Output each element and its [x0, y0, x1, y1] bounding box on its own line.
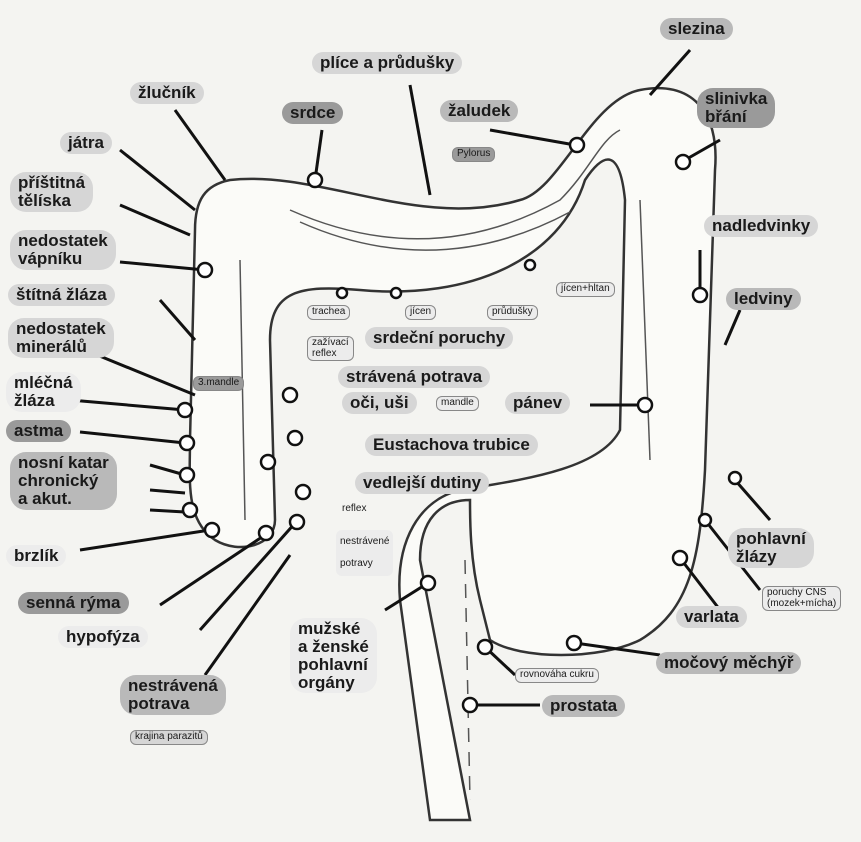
label-mandle: 3.mandle [193, 376, 244, 391]
label-slezina: slezina [660, 18, 733, 40]
label-vedlejsi: vedlejší dutiny [355, 472, 489, 494]
label-plice: plíce a průdušky [312, 52, 462, 74]
label-muzske: mužské a ženské pohlavní orgány [290, 618, 377, 693]
label-nestravena-potrava: nestrávená potrava [120, 675, 226, 715]
label-reflex: reflex [338, 503, 370, 516]
label-stitna: štítná žláza [8, 284, 115, 306]
label-jicen-hltan: jícen+hltan [556, 282, 615, 297]
label-zlucnik: žlučník [130, 82, 204, 104]
label-nedostatek-mineralu: nedostatek minerálů [8, 318, 114, 358]
label-trachea: trachea [307, 305, 350, 320]
label-brzlik: brzlík [6, 545, 66, 567]
label-krajina: krajina parazitů [130, 730, 208, 745]
label-hypofyza: hypofýza [58, 626, 148, 648]
label-varlata: varlata [676, 606, 747, 628]
label-mandle2: mandle [436, 396, 479, 411]
label-nosni: nosní katar chronický a akut. [10, 452, 117, 510]
label-pristitna: příštitná tělíska [10, 172, 93, 212]
label-jicen: jícen [405, 305, 436, 320]
label-poruchy-cns: poruchy CNS (mozek+mícha) [762, 586, 841, 611]
label-mocovy: močový měchýř [656, 652, 801, 674]
label-eustachova: Eustachova trubice [365, 434, 538, 456]
label-oci: oči, uši [342, 392, 417, 414]
label-astma: astma [6, 420, 71, 442]
label-senna: senná rýma [18, 592, 129, 614]
label-pylorus: Pylorus [452, 147, 495, 162]
label-slinivka: slinivka břání [697, 88, 775, 128]
label-prudusky: průdušky [487, 305, 538, 320]
label-nedostatek-vapniku: nedostatek vápníku [10, 230, 116, 270]
label-zaludek: žaludek [440, 100, 518, 122]
label-srdecni: srdeční poruchy [365, 327, 513, 349]
label-jatra: játra [60, 132, 112, 154]
label-nadledvinky: nadledvinky [704, 215, 818, 237]
label-mlecna: mléčná žláza [6, 372, 81, 412]
label-panev: pánev [505, 392, 570, 414]
label-pohlavni-zlazy: pohlavní žlázy [728, 528, 814, 568]
label-stravena: strávená potrava [338, 366, 490, 388]
label-ledviny: ledviny [726, 288, 801, 310]
label-zazivaci: zažívací reflex [307, 336, 354, 361]
label-nestravene-potravy: nestrávené potravy [336, 530, 393, 576]
label-prostata: prostata [542, 695, 625, 717]
label-rovnovaha: rovnováha cukru [515, 668, 599, 683]
label-srdce: srdce [282, 102, 343, 124]
